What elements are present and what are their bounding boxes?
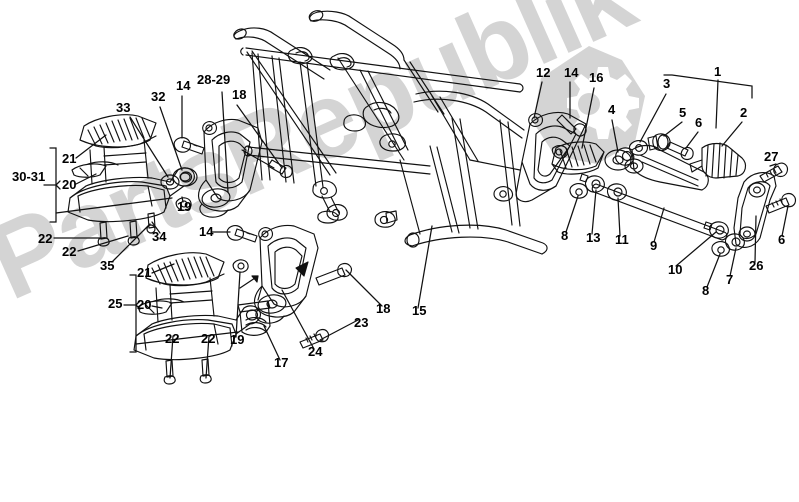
callout-label: 25 [108, 296, 123, 311]
callout-label: 6 [695, 115, 703, 130]
callout-label: 8 [561, 228, 569, 243]
callout-label: 20 [62, 177, 77, 192]
callout-label: 10 [668, 262, 683, 277]
callout-label: 14 [564, 65, 579, 80]
callout-label: 18 [232, 87, 247, 102]
callout-label: 21 [137, 265, 152, 280]
callout-label: 19 [177, 199, 192, 214]
callout-label: 18 [376, 301, 391, 316]
callout-label: 19 [230, 332, 245, 347]
callout-label: 27 [764, 149, 779, 164]
callout-label: 20 [137, 297, 152, 312]
callout-label: 22 [201, 331, 216, 346]
callout-label: 33 [116, 100, 131, 115]
callout-label: 13 [586, 230, 601, 245]
callout-label: 30-31 [12, 169, 46, 184]
callout-label: 34 [152, 229, 167, 244]
callout-label: 11 [615, 232, 629, 247]
callout-label: 24 [308, 344, 323, 359]
callout-label: 9 [650, 238, 658, 253]
callout-label: 22 [165, 331, 180, 346]
callout-label: 6 [778, 232, 786, 247]
callout-label: 1 [714, 64, 722, 79]
callout-label: 15 [412, 303, 427, 318]
callout-label: 28-29 [197, 72, 231, 87]
callout-label: 22 [38, 231, 53, 246]
callout-label: 8 [702, 283, 710, 298]
callout-label: 26 [749, 258, 764, 273]
callout-label: 12 [536, 65, 551, 80]
callout-label: 2 [740, 105, 748, 120]
callout-label: 4 [608, 102, 616, 117]
callout-label: 22 [62, 244, 77, 259]
callout-label: 16 [589, 70, 604, 85]
callout-label: 17 [274, 355, 289, 370]
callout-label: 14 [199, 224, 214, 239]
callout-label: 3 [663, 76, 671, 91]
callout-label: 5 [679, 105, 687, 120]
callout-label: 7 [726, 272, 734, 287]
callout-label: 35 [100, 258, 115, 273]
callout-label: 21 [62, 151, 77, 166]
callout-label: 14 [176, 78, 191, 93]
callout-label: 32 [151, 89, 166, 104]
callout-label: 23 [354, 315, 369, 330]
